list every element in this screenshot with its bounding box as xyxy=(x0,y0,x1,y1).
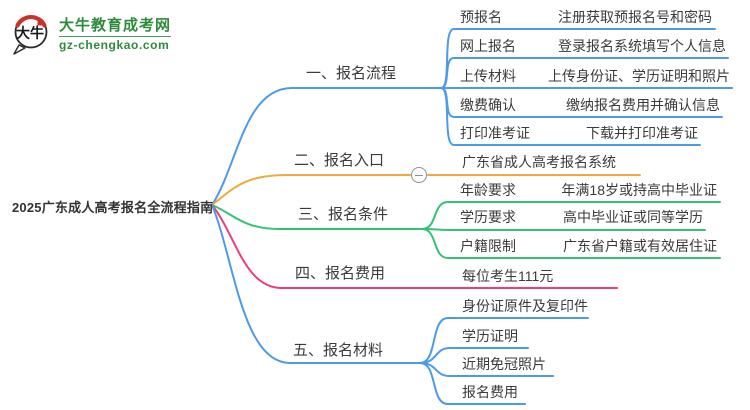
branch5-label[interactable]: 五、报名材料 xyxy=(292,342,384,359)
branch4-lines xyxy=(211,204,618,289)
branch3-row1-line xyxy=(421,201,721,230)
branch5-row1-line xyxy=(419,317,589,364)
branch2-trunk-line xyxy=(211,174,411,206)
site-logo: 大牛 大牛教育成考网 gz-chengkao.com xyxy=(10,11,172,57)
branch3-item2-desc[interactable]: 高中毕业证或同等学历 xyxy=(563,209,703,225)
branch5-lines xyxy=(211,204,589,405)
branch2-item1[interactable]: 广东省成人高考报名系统 xyxy=(462,154,616,170)
branch3-item3[interactable]: 户籍限制 xyxy=(460,238,516,254)
branch1-trunk-line xyxy=(211,87,442,206)
branch3-trunk-line xyxy=(211,204,423,230)
branch1-item5[interactable]: 打印准考证 xyxy=(460,125,530,141)
branch3-item1[interactable]: 年龄要求 xyxy=(460,182,516,198)
root-topic[interactable]: 2025广东成人高考报名全流程指南 xyxy=(12,200,214,215)
branch3-row2-line xyxy=(421,228,706,231)
branch1-lines xyxy=(211,28,733,206)
site-name: 大牛教育成考网 xyxy=(59,17,172,34)
branch4-label[interactable]: 四、报名费用 xyxy=(294,265,386,282)
branch1-item3[interactable]: 上传材料 xyxy=(460,68,516,84)
branch1-item5-desc[interactable]: 下载并打印准考证 xyxy=(586,125,698,141)
logo-divider xyxy=(59,36,172,37)
branch5-row4-line xyxy=(419,362,526,405)
branch3-item1-desc[interactable]: 年满18岁或持高中毕业证 xyxy=(561,182,717,198)
branch1-item2-desc[interactable]: 登录报名系统填写个人信息 xyxy=(558,38,726,54)
bull-badge-icon: 大牛 xyxy=(13,15,48,55)
branch4-trunk-line xyxy=(211,204,618,289)
branch2-label[interactable]: 二、报名入口 xyxy=(293,152,385,169)
branch1-row2-line xyxy=(440,57,729,89)
branch5-item3[interactable]: 近期免冠照片 xyxy=(462,356,546,372)
branch5-item2[interactable]: 学历证明 xyxy=(462,328,518,344)
branch1-item4-desc[interactable]: 缴纳报名费用并确认信息 xyxy=(566,97,720,113)
branch5-trunk-line xyxy=(211,204,421,364)
branch1-label[interactable]: 一、报名流程 xyxy=(305,65,397,82)
site-domain: gz-chengkao.com xyxy=(59,38,170,52)
branch3-item3-desc[interactable]: 广东省户籍或有效居住证 xyxy=(563,238,717,254)
branch4-item1[interactable]: 每位考生111元 xyxy=(462,268,554,284)
branch5-item1[interactable]: 身份证原件及复印件 xyxy=(462,298,588,314)
branch1-item4[interactable]: 缴费确认 xyxy=(460,97,516,113)
branch1-item1-desc[interactable]: 注册获取预报名号和密码 xyxy=(558,9,712,25)
branch3-item2[interactable]: 学历要求 xyxy=(460,209,516,225)
branch5-item4[interactable]: 报名费用 xyxy=(462,384,518,400)
branch3-label[interactable]: 三、报名条件 xyxy=(297,206,389,223)
branch1-item3-desc[interactable]: 上传身份证、学历证明和照片 xyxy=(548,68,730,84)
branch3-lines xyxy=(211,201,721,259)
branch1-item1[interactable]: 预报名 xyxy=(460,9,502,25)
svg-text:大牛: 大牛 xyxy=(16,25,44,41)
collapse-minus-icon[interactable] xyxy=(411,167,427,183)
branch2-lines xyxy=(211,174,641,206)
branch1-row5-line xyxy=(440,87,701,146)
branch1-item2[interactable]: 网上报名 xyxy=(460,38,516,54)
branch3-row3-line xyxy=(421,228,721,259)
